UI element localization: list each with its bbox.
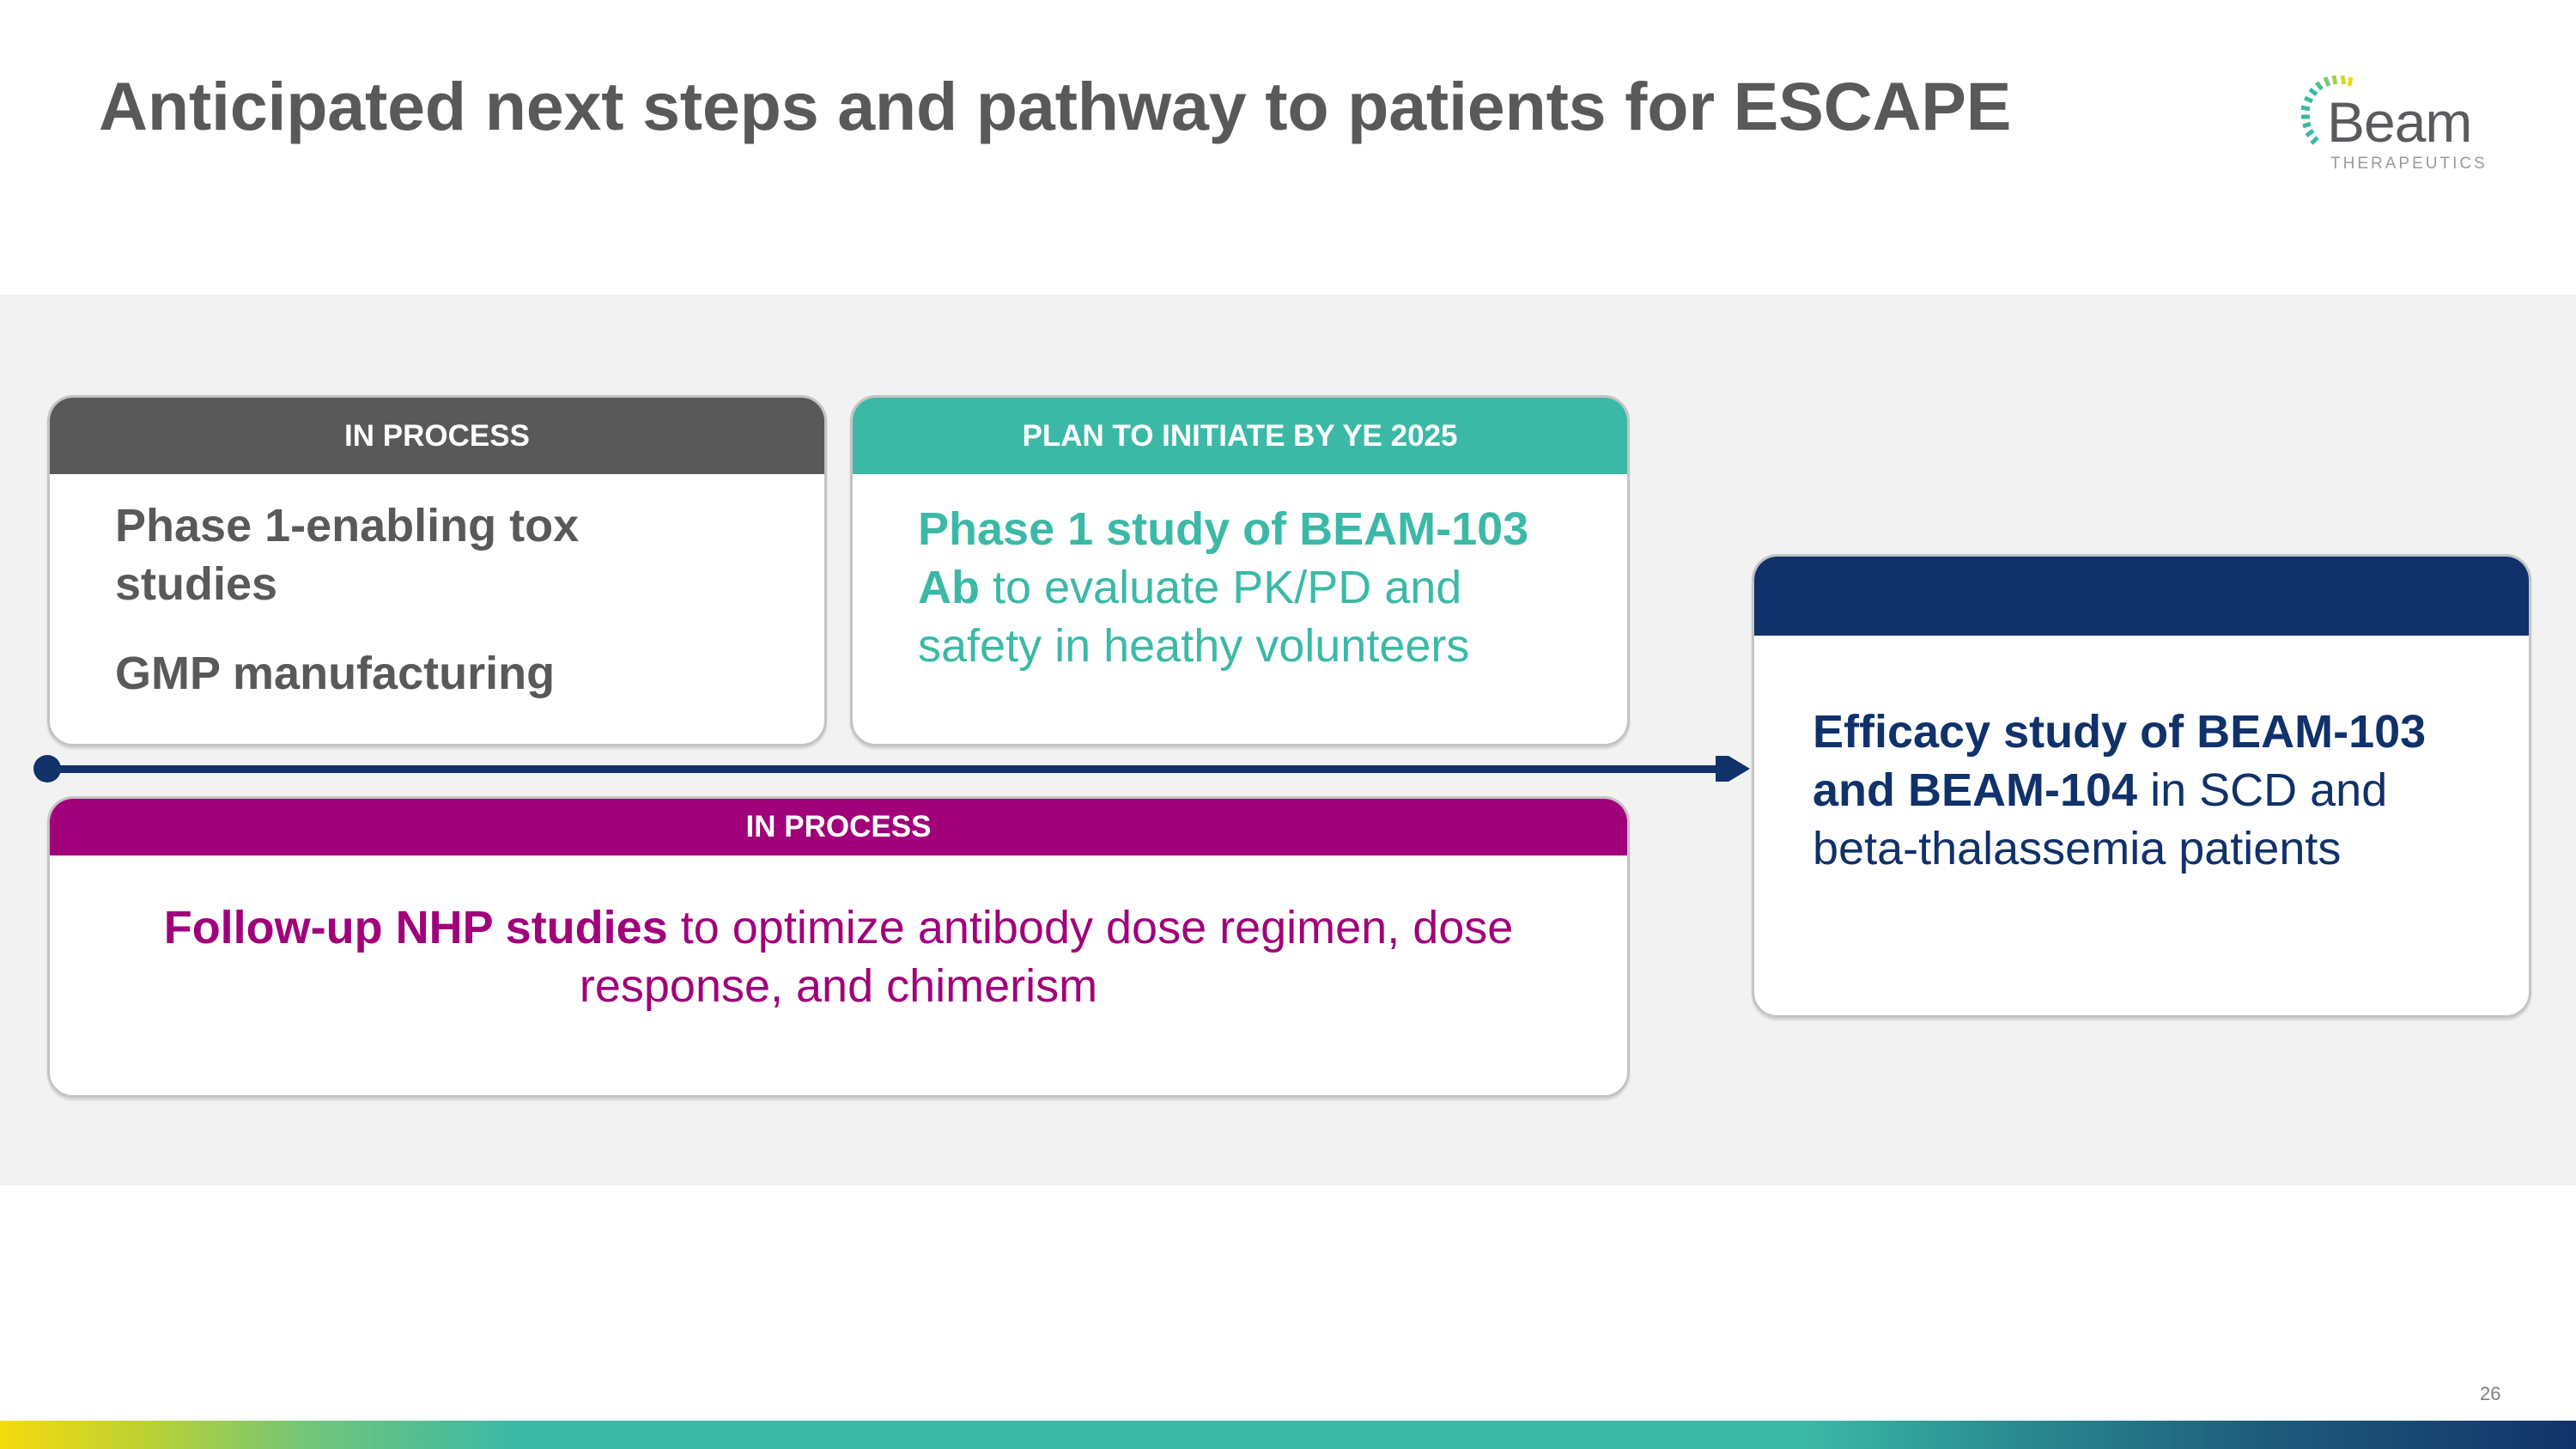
card-phase1-study: PLAN TO INITIATE BY YE 2025 Phase 1 stud… <box>850 395 1630 746</box>
card-highlight: Follow-up NHP studies <box>163 902 668 953</box>
card-body: Phase 1-enabling tox studies GMP manufac… <box>50 474 824 703</box>
card-header: PLAN TO INITIATE BY YE 2025 <box>853 398 1627 474</box>
card-text: to optimize antibody dose regimen, dose … <box>579 902 1514 1012</box>
card-efficacy-study: Efficacy study of BEAM-103 and BEAM-104 … <box>1752 554 2531 1018</box>
status-label: IN PROCESS <box>745 810 932 843</box>
logo-subtitle: THERAPEUTICS <box>2330 155 2488 173</box>
logo-rays-icon <box>2300 75 2353 145</box>
arrowhead-icon <box>1716 756 1750 782</box>
status-label: IN PROCESS <box>344 418 530 453</box>
card-highlight: Efficacy study of BEAM-103 and BEAM-104 <box>1813 706 2427 816</box>
card-header <box>1754 557 2529 636</box>
slide-title: Anticipated next steps and pathway to pa… <box>99 68 2012 144</box>
footer-gradient-bar <box>0 1421 2576 1449</box>
card-item: Phase 1-enabling tox studies <box>115 500 580 610</box>
card-text: in SCD and beta-thalassemia patients <box>1813 764 2388 874</box>
card-highlight: Phase 1 study of BEAM-103 Ab <box>918 503 1529 613</box>
card-header: IN PROCESS <box>50 398 824 474</box>
status-label: PLAN TO INITIATE BY YE 2025 <box>1022 418 1458 453</box>
card-nhp-studies: IN PROCESS Follow-up NHP studies to opti… <box>47 796 1630 1098</box>
logo-wordmark: Beam <box>2327 90 2472 154</box>
card-body: Efficacy study of BEAM-103 and BEAM-104 … <box>1754 636 2529 878</box>
card-body: Phase 1 study of BEAM-103 Ab to evaluate… <box>853 474 1627 675</box>
page-number: 26 <box>2480 1383 2501 1404</box>
card-item: GMP manufacturing <box>115 648 556 699</box>
card-text: to evaluate PK/PD and safety in heathy v… <box>918 562 1470 672</box>
timeline-arrow <box>33 755 1750 782</box>
card-tox-studies: IN PROCESS Phase 1-enabling tox studies … <box>47 395 827 746</box>
card-body: Follow-up NHP studies to optimize antibo… <box>50 855 1627 1015</box>
beam-therapeutics-logo: Beam THERAPEUTICS <box>2293 70 2507 174</box>
card-header: IN PROCESS <box>50 799 1627 855</box>
